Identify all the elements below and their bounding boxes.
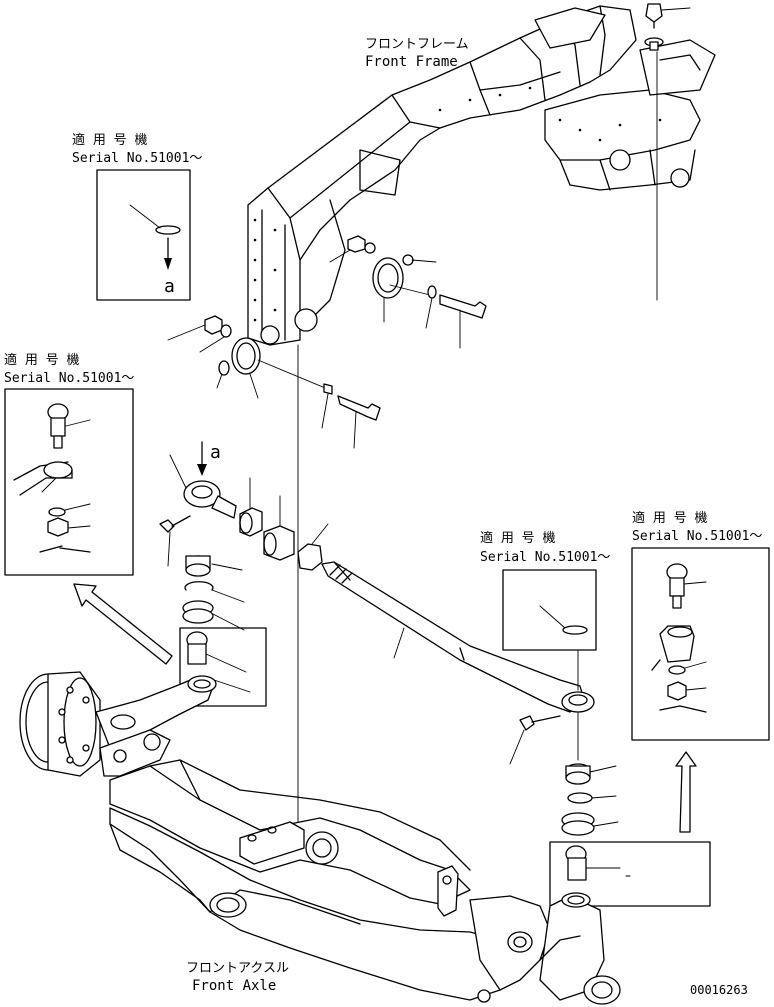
inset-left-applicable: 適 用 号 機 xyxy=(4,352,79,368)
right-grease-fitting xyxy=(509,715,561,765)
inset-top-applicable: 適 用 号 機 xyxy=(72,132,147,148)
front-axle-label-en: Front Axle xyxy=(192,978,276,994)
tie-rod xyxy=(321,561,595,713)
inset-right-box xyxy=(631,547,770,741)
frame-top-bolt xyxy=(644,3,691,301)
left-pin-mount-parts xyxy=(167,315,381,449)
inset-right-applicable: 適 用 号 機 xyxy=(632,510,707,526)
frame-bolt-heads xyxy=(253,86,662,322)
inset-left-serial: Serial No.51001～ xyxy=(4,371,134,386)
inset-center-box xyxy=(502,569,597,651)
inset-top-box xyxy=(96,169,191,301)
left-pin-marker: a xyxy=(210,442,221,463)
drawing-number: 00016263 xyxy=(690,983,748,997)
inset-center: 適 用 号 機 Serial No.51001～ xyxy=(480,530,610,691)
front-axle xyxy=(19,671,621,1005)
inset-right-serial: Serial No.51001～ xyxy=(632,529,762,544)
inset-top-serial: Serial No.51001～ xyxy=(72,151,202,166)
inset-left-arrow xyxy=(73,583,173,665)
inset-left: 適 用 号 機 Serial No.51001～ xyxy=(4,352,134,576)
left-tie-rod-end: a xyxy=(159,441,329,707)
inset-center-serial: Serial No.51001～ xyxy=(480,550,610,565)
right-pin-mount-parts xyxy=(329,235,487,349)
inset-right: 適 用 号 機 Serial No.51001～ xyxy=(631,510,770,741)
front-axle-label-jp: フロントアクスル xyxy=(186,961,289,976)
front-frame-label-jp: フロントフレーム xyxy=(365,37,469,52)
right-bearing-stack xyxy=(549,711,711,907)
front-frame-label-en: Front Frame xyxy=(365,54,458,70)
inset-left-box xyxy=(4,388,134,576)
inset-top-marker: a xyxy=(164,276,175,297)
inset-right-arrow xyxy=(675,751,697,833)
front-frame xyxy=(247,5,716,346)
inset-center-applicable: 適 用 号 機 xyxy=(480,530,555,546)
inset-top: 適 用 号 機 Serial No.51001～ a xyxy=(72,132,202,301)
